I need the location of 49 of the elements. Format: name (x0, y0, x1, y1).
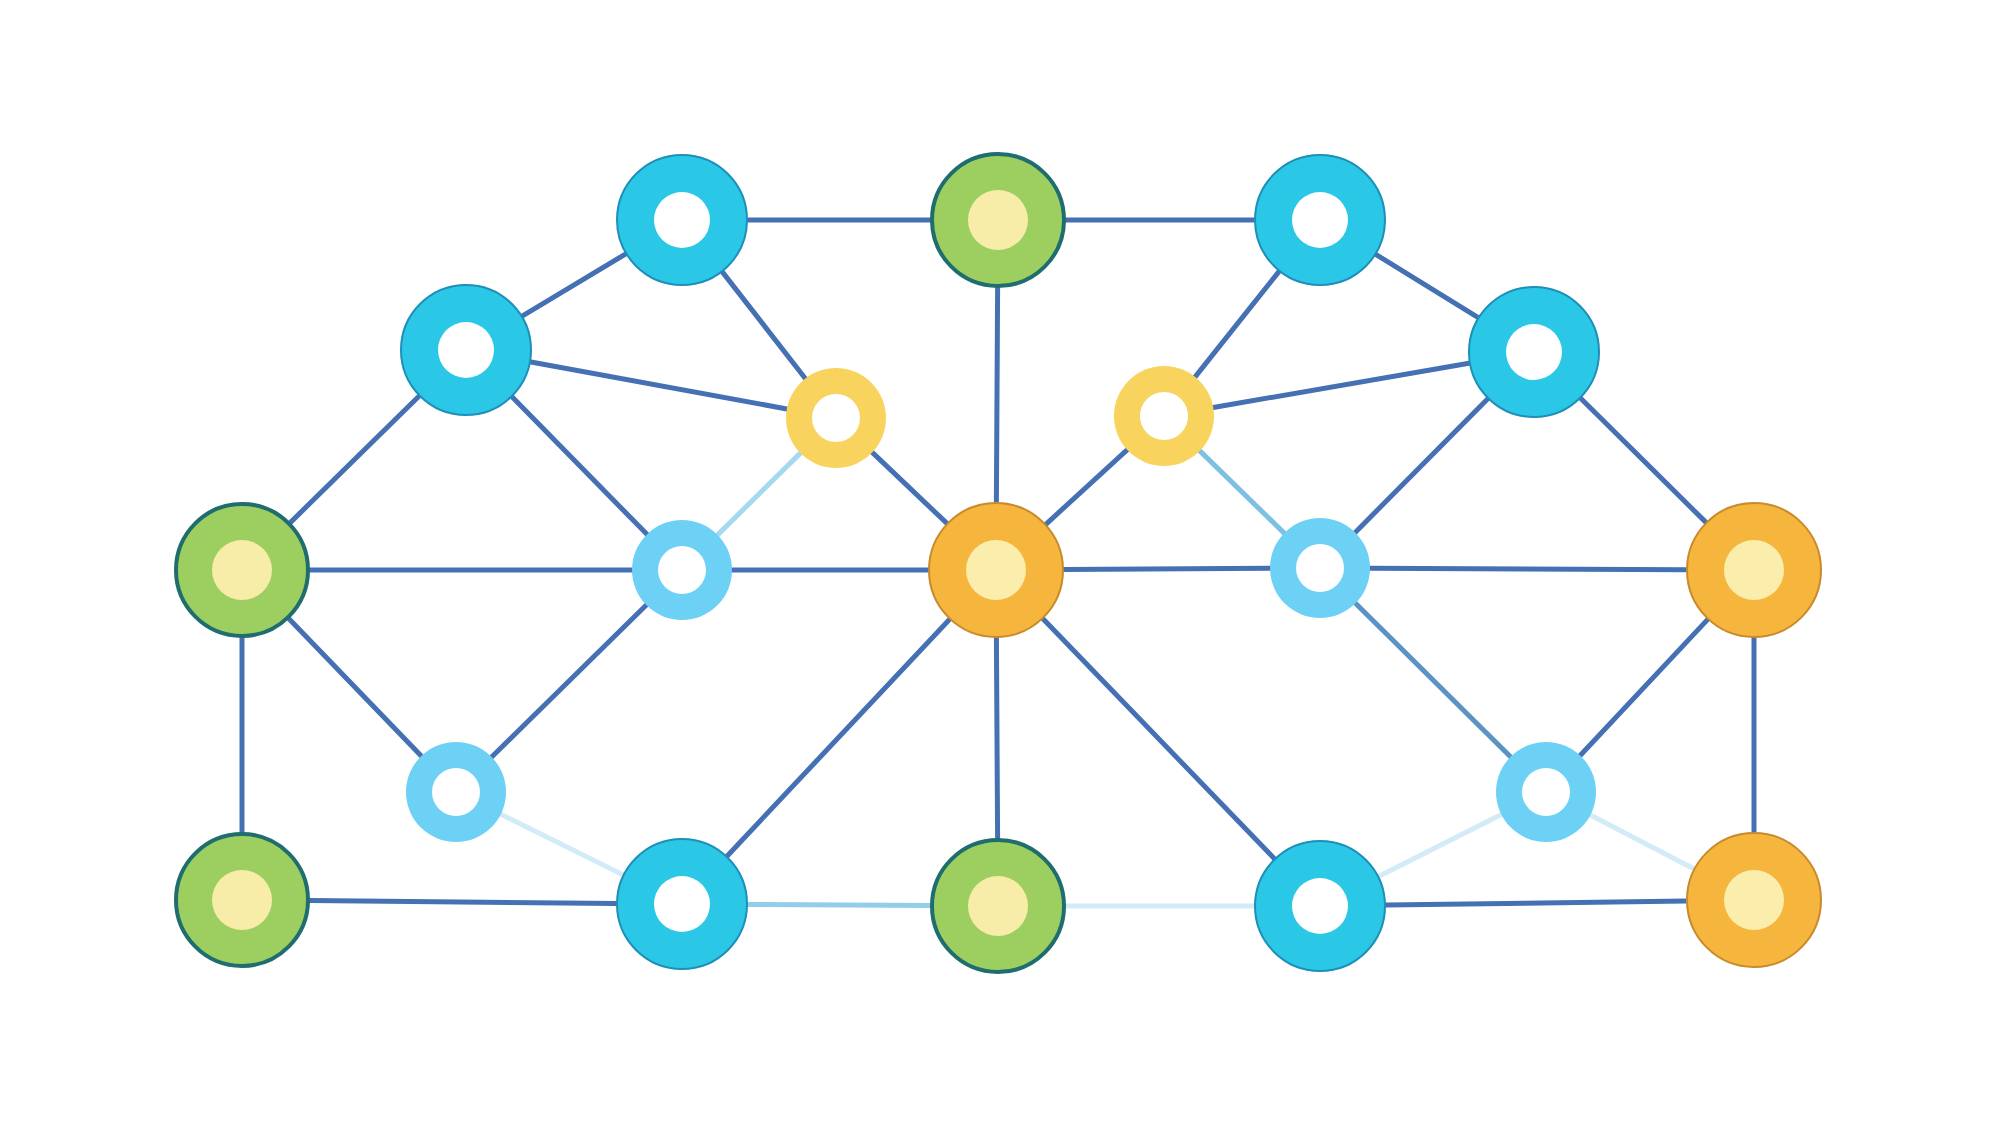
connector-line (745, 217, 933, 223)
connector-line (1578, 395, 1709, 525)
connector-line (498, 811, 626, 878)
connector-line (239, 635, 245, 835)
network-node (632, 520, 732, 620)
connector-line (1210, 360, 1472, 410)
connector-line (729, 567, 931, 573)
network-node (1114, 366, 1214, 466)
connector-line (528, 359, 790, 412)
connector-line (288, 393, 422, 525)
connector-line (1192, 269, 1282, 380)
connector-line (1367, 565, 1689, 573)
network-node (928, 502, 1064, 638)
connector-line (1383, 898, 1689, 908)
connector-line (993, 285, 1001, 505)
connector-line (1061, 565, 1273, 573)
connector-line (715, 450, 803, 538)
connector-line (509, 394, 650, 537)
connector-line (1352, 396, 1491, 535)
network-node (616, 838, 748, 970)
network-node (400, 284, 532, 416)
network-node (174, 502, 310, 638)
connector-line (720, 269, 808, 382)
connector-line (869, 449, 950, 526)
connector-line (1063, 903, 1257, 909)
connector-line (1577, 617, 1710, 758)
connector-line (1587, 812, 1697, 872)
connector-line (1373, 252, 1481, 320)
connector-line (286, 616, 424, 759)
connector-line (520, 251, 628, 319)
connector-line (1197, 448, 1287, 536)
network-node (1270, 518, 1370, 618)
connector-line (1040, 616, 1277, 861)
connector-line (745, 901, 933, 909)
connector-line (1353, 600, 1513, 760)
network-node (1468, 286, 1600, 418)
connector-line (1376, 812, 1504, 879)
connector-line (724, 617, 952, 859)
network-node (786, 368, 886, 468)
connector-line (993, 635, 1001, 841)
connector-line (307, 567, 635, 573)
network-node (1496, 742, 1596, 842)
connector-line (1043, 447, 1130, 527)
connector-line (1751, 635, 1757, 835)
network-node (1254, 840, 1386, 972)
network-node (1686, 502, 1822, 638)
network-node (406, 742, 506, 842)
connector-line (1063, 217, 1257, 223)
connector-line (489, 602, 649, 760)
